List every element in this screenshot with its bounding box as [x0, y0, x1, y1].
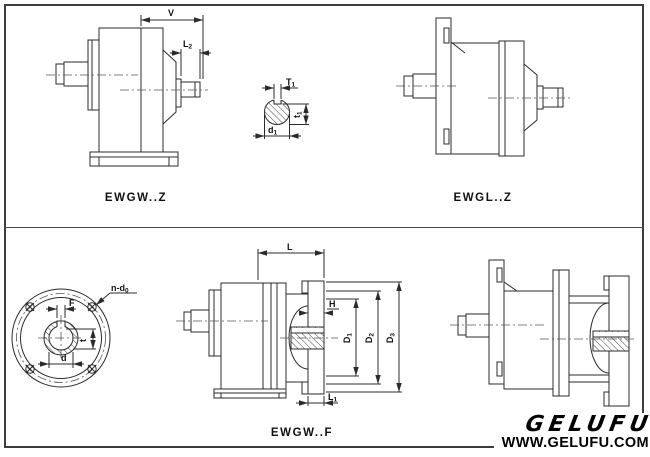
- dim-label-t1: t1: [292, 111, 304, 118]
- drawing-ewgl-z: [396, 17, 572, 157]
- dim-label-L1: L1: [328, 392, 338, 404]
- dim-label-l2: L2: [183, 39, 193, 51]
- dim-label-F: F: [69, 298, 75, 308]
- dim-label-d: d: [61, 353, 67, 363]
- page-border: [4, 4, 644, 448]
- dim-label-D2: D2: [364, 333, 376, 344]
- dim-label-T1: T1: [286, 77, 296, 89]
- brand-logo: GELUFU: [523, 412, 650, 437]
- dim-label-t: t: [78, 339, 88, 342]
- shaft-cross-section: T1 t1 d1: [253, 77, 309, 139]
- drawing-ewgw-z: V L2: [46, 8, 211, 167]
- dim-label-H: H: [329, 299, 336, 309]
- caption-ewgl-z: EWGL..Z: [453, 192, 513, 204]
- flange-front-view: F t d n-d0: [11, 283, 137, 388]
- drawing-flange-hollow: [450, 259, 634, 407]
- dim-label-n-d0: n-d0: [111, 283, 129, 295]
- caption-ewgw-f: EWGW..F: [270, 427, 334, 439]
- dim-label-D1: D1: [342, 333, 354, 344]
- section-divider-line: [4, 227, 644, 228]
- dim-label-d1: d1: [268, 125, 278, 137]
- drawing-ewgw-f: L H D1 D2 D3: [176, 242, 402, 406]
- dim-label-v: V: [168, 8, 174, 18]
- caption-ewgw-z: EWGW..Z: [104, 192, 168, 204]
- dim-label-L: L: [287, 242, 293, 252]
- brand-website: WWW.GELUFU.COM: [501, 435, 649, 452]
- bolt-holes: [25, 302, 97, 374]
- brand-block: GELUFU WWW.GELUFU.COM: [493, 412, 650, 452]
- dim-label-D3: D3: [385, 333, 397, 344]
